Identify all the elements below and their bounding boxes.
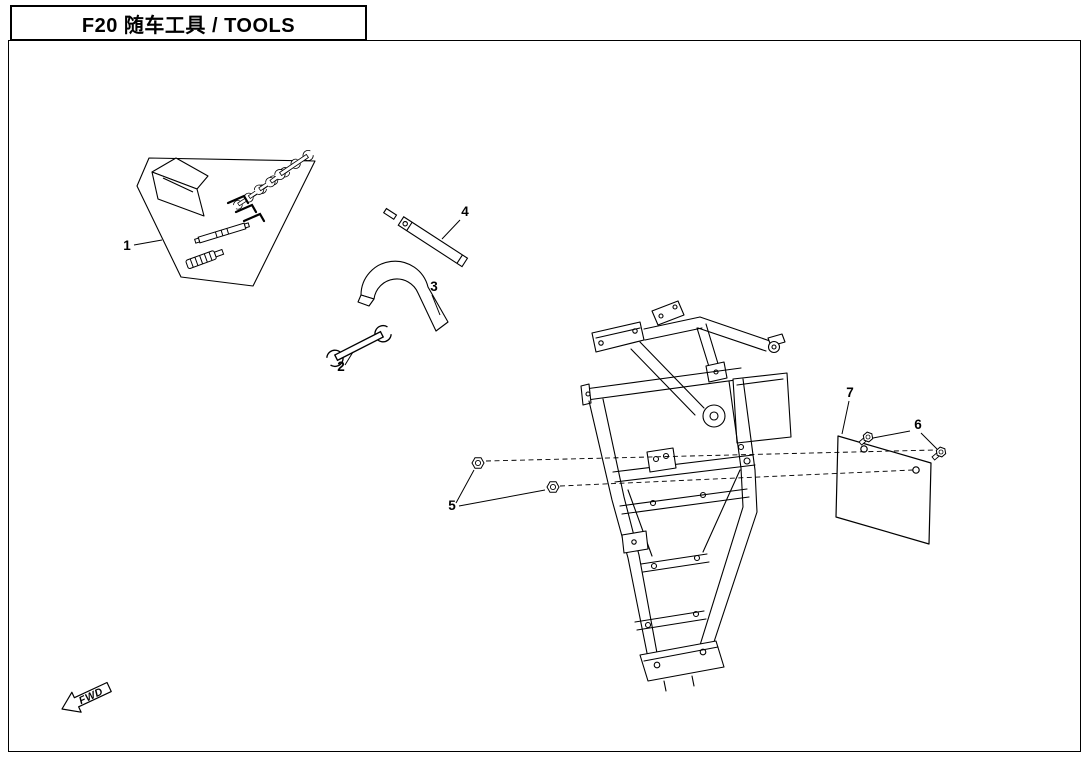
spark-plug-wrench (382, 207, 469, 268)
tool-kit-outline (136, 157, 316, 287)
fwd-arrow-shape (61, 681, 112, 713)
tool-plate-body (835, 435, 932, 545)
page-title: F20 随车工具 / TOOLS (81, 14, 296, 37)
diagram-border (8, 40, 1081, 752)
open-end-wrench (324, 322, 394, 370)
fwd-arrow: FWD (61, 681, 112, 713)
frame-right-rail (706, 378, 758, 664)
flange-bolt-2 (930, 444, 949, 463)
callout-6: 6 (914, 417, 922, 432)
callout-4: 4 (461, 204, 469, 219)
frame-cross-member-1 (612, 454, 756, 483)
callout-5: 5 (448, 498, 456, 513)
frame-second-rail (584, 367, 744, 401)
tool-kit-group (136, 148, 316, 287)
frame-cross-member-2 (619, 488, 750, 515)
callout-labels: 1 2 3 4 5 6 7 (123, 204, 922, 513)
frame-bottom-foot (639, 640, 725, 682)
tool-pouch (151, 157, 209, 217)
frame-assembly (580, 300, 792, 692)
frame-top-tube (643, 316, 703, 341)
flange-nuts (471, 457, 560, 493)
frame-left-rail (588, 400, 651, 669)
kit-extension-bit (194, 222, 250, 244)
frame-diagonal-tube (630, 341, 705, 416)
callout-7: 7 (846, 385, 854, 400)
assembly-guide-lines (485, 449, 936, 487)
kit-wrenches (232, 148, 316, 211)
callout-leaders (133, 219, 938, 507)
flange-nut-2 (546, 481, 560, 493)
callout-1: 1 (123, 238, 131, 253)
callout-2: 2 (337, 359, 345, 374)
callout-3: 3 (430, 279, 438, 294)
hook-spanner (357, 260, 449, 332)
frame-mount-plate (732, 372, 792, 444)
kit-hex-keys (226, 194, 266, 223)
fwd-label: FWD (77, 686, 105, 708)
tool-plate-hole-1 (860, 445, 868, 453)
title-box: F20 随车工具 / TOOLS (10, 5, 367, 41)
tool-plate (835, 435, 932, 545)
frame-upper-right-tube (697, 316, 771, 352)
frame-bearing-hole (702, 404, 726, 428)
frame-top-bracket (651, 300, 685, 326)
kit-driver-handle (185, 248, 225, 269)
flange-nut-1 (471, 457, 485, 469)
